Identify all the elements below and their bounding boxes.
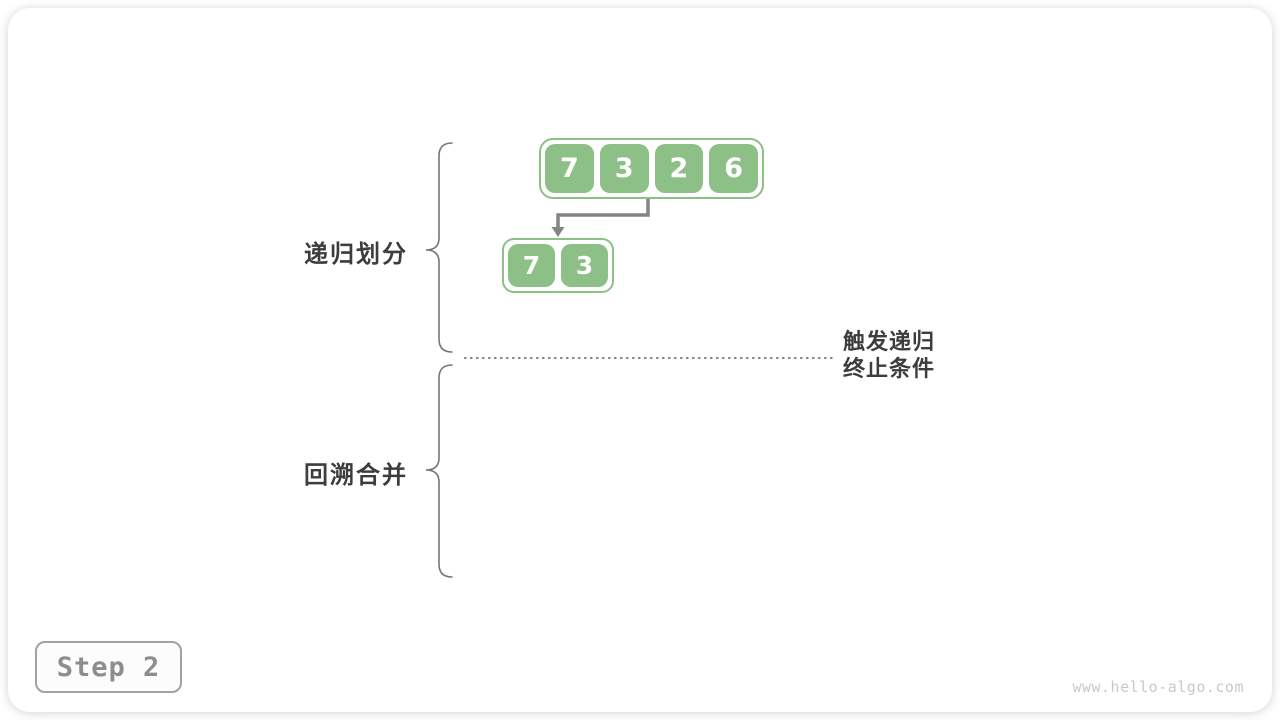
array-cell: 2 [654, 144, 704, 193]
array-cell: 3 [599, 144, 649, 193]
termination-note-line2: 终止条件 [843, 357, 936, 382]
array-cell: 6 [709, 144, 758, 193]
termination-note-line1: 触发递归 [843, 330, 936, 355]
merge-phase-label: 回溯合并 [304, 461, 408, 489]
divide-phase-label: 递归划分 [304, 240, 408, 268]
array-level-2: 7 3 [502, 238, 614, 293]
termination-note: 触发递归 终止条件 [843, 329, 935, 383]
array-level-1: 7 3 2 6 [539, 138, 764, 199]
array-cell: 7 [508, 244, 555, 287]
array-cell: 7 [545, 144, 594, 193]
step-badge: Step 2 [35, 641, 182, 693]
array-cell: 3 [561, 244, 608, 287]
watermark: www.hello-algo.com [1072, 678, 1244, 696]
diagram-card [8, 8, 1272, 712]
